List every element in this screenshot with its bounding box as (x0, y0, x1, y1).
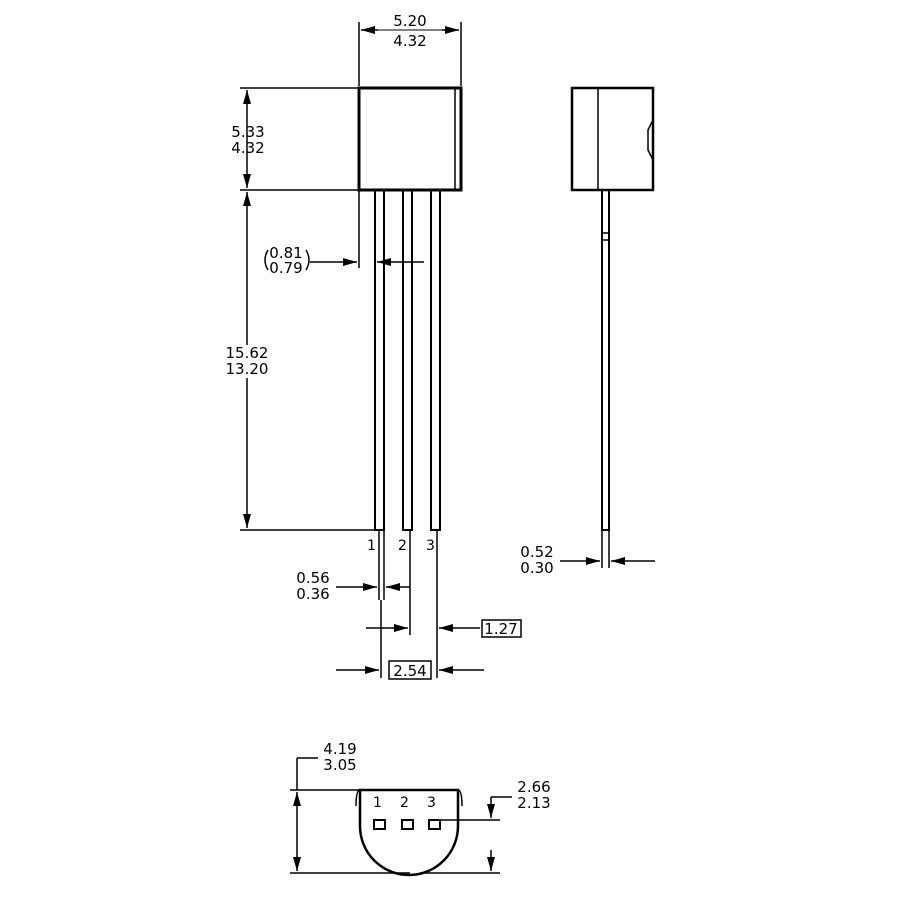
svg-text:0.52: 0.52 (520, 543, 553, 561)
bottom-lead-1 (373, 819, 386, 830)
pin-label-1: 1 (367, 538, 376, 554)
side-view: 0.52 0.30 (520, 86, 655, 577)
lead-1 (374, 189, 385, 531)
svg-text:4.32: 4.32 (231, 139, 264, 157)
svg-text:2.66: 2.66 (517, 778, 550, 796)
bottom-pin-label-3: 3 (427, 795, 436, 811)
lead-3 (430, 189, 441, 531)
svg-text:4.19: 4.19 (323, 740, 356, 758)
bottom-pin-label-1: 1 (373, 795, 382, 811)
svg-text:0.56: 0.56 (296, 569, 329, 587)
svg-text:0.81: 0.81 (269, 244, 302, 262)
svg-text:2.54: 2.54 (393, 662, 426, 680)
svg-text:15.62: 15.62 (226, 344, 269, 362)
lead-2 (402, 189, 413, 531)
bottom-pin-label-2: 2 (400, 795, 409, 811)
svg-text:2.13: 2.13 (517, 794, 550, 812)
leads-front (374, 189, 441, 531)
body-width-dimension: 5.20 4.32 (358, 12, 462, 86)
package-body-side (570, 86, 655, 192)
svg-text:3.05: 3.05 (323, 756, 356, 774)
bottom-lead-depth-dimension: 2.66 2.13 (420, 778, 551, 874)
svg-text:0.30: 0.30 (520, 559, 553, 577)
pitch-full-dimension: 2.54 (336, 600, 484, 680)
front-view: 1 2 3 5.20 4.32 5.33 4.32 (226, 12, 522, 680)
lead-width-dimension: 0.56 0.36 (296, 530, 410, 603)
svg-text:13.20: 13.20 (226, 360, 269, 378)
pin-label-3: 3 (426, 538, 435, 554)
bottom-lead-3 (428, 819, 441, 830)
lead-offset-dimension: 0.81 0.79 (264, 190, 424, 277)
svg-text:5.20: 5.20 (393, 12, 426, 30)
bottom-body-depth-dimension: 4.19 3.05 (290, 740, 410, 874)
bottom-view: 1 2 3 4.19 3.05 2.66 2.13 (290, 740, 551, 877)
package-outline-bottom (358, 788, 460, 877)
svg-text:0.79: 0.79 (269, 259, 302, 277)
svg-text:0.36: 0.36 (296, 585, 329, 603)
body-height-dimension: 5.33 4.32 (231, 87, 359, 191)
bottom-lead-2 (401, 819, 414, 830)
svg-text:5.33: 5.33 (231, 123, 264, 141)
lead-side (601, 189, 610, 531)
svg-text:4.32: 4.32 (393, 32, 426, 50)
pitch-half-dimension: 1.27 (366, 530, 522, 638)
pin-label-2: 2 (398, 538, 407, 554)
package-body-front (357, 86, 463, 192)
lead-thickness-dimension: 0.52 0.30 (520, 530, 655, 577)
lead-length-dimension: 15.62 13.20 (226, 192, 375, 531)
svg-text:1.27: 1.27 (484, 620, 517, 638)
